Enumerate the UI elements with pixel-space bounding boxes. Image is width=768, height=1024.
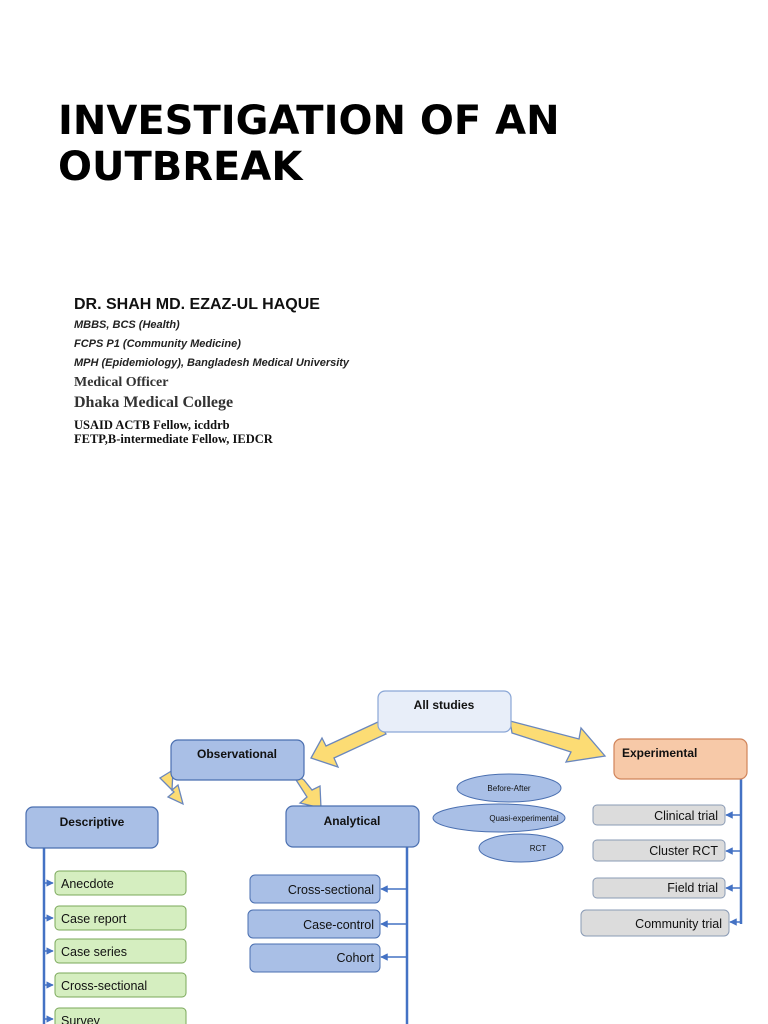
- root-node: [377, 690, 512, 733]
- experimental-item: [592, 839, 726, 862]
- block-arrow: [310, 721, 387, 769]
- descriptive-node: [25, 806, 159, 849]
- experimental-item-label: Field trial: [667, 881, 718, 895]
- oval-rct: [478, 833, 564, 863]
- oval-label: Quasi-experimental: [489, 814, 559, 823]
- descriptive-item: [54, 938, 187, 964]
- experimental-item: [580, 909, 730, 937]
- credential-line: MBBS, BCS (Health): [74, 319, 180, 331]
- analytical-item-label: Cohort: [336, 951, 374, 965]
- observational-label: Observational: [197, 747, 277, 761]
- author-role: Medical Officer: [74, 375, 169, 390]
- fellowship-line: FETP,B-intermediate Fellow, IEDCR: [74, 432, 273, 446]
- author-college: Dhaka Medical College: [74, 394, 234, 411]
- oval-quasi-experimental: [432, 803, 566, 833]
- analytical-node: [285, 805, 420, 848]
- oval-label: Before-After: [487, 784, 530, 793]
- descriptive-item-label: Anecdote: [61, 877, 114, 891]
- descriptive-item: [54, 1007, 187, 1024]
- descriptive-label: Descriptive: [60, 815, 125, 829]
- descriptive-item-label: Cross-sectional: [61, 979, 147, 993]
- analytical-item-label: Case-control: [303, 918, 374, 932]
- root-label: All studies: [414, 698, 475, 712]
- author-block: DR. SHAH MD. EZAZ-UL HAQUE MBBS, BCS (He…: [74, 294, 349, 446]
- experimental-item-label: Clinical trial: [654, 809, 718, 823]
- fellowship-line: USAID ACTB Fellow, icddrb: [74, 418, 230, 432]
- slide-title-line2: OUTBREAK: [58, 144, 303, 190]
- analytical-item-label: Cross-sectional: [288, 883, 374, 897]
- descriptive-item-label: Survey: [61, 1014, 101, 1024]
- analytical-item: [249, 943, 381, 973]
- observational-node: [170, 739, 305, 781]
- experimental-label: Experimental: [622, 746, 697, 760]
- descriptive-item: [54, 905, 187, 931]
- descriptive-item: [54, 972, 187, 998]
- descriptive-item-label: Case report: [61, 912, 127, 926]
- oval-label: RCT: [530, 844, 547, 853]
- experimental-item: [592, 804, 726, 826]
- descriptive-item: [54, 870, 187, 896]
- block-arrow: [509, 720, 607, 763]
- block-arrow: [158, 768, 184, 806]
- slide-title-line1: INVESTIGATION OF AN: [58, 98, 560, 144]
- slide-title: INVESTIGATION OF AN OUTBREAK: [58, 98, 718, 190]
- oval-before-after: [456, 773, 562, 803]
- experimental-node: [613, 738, 748, 780]
- analytical-item: [247, 909, 381, 939]
- credential-line: MPH (Epidemiology), Bangladesh Medical U…: [74, 357, 350, 369]
- credential-line: FCPS P1 (Community Medicine): [74, 338, 241, 350]
- experimental-item-label: Community trial: [635, 917, 722, 931]
- descriptive-item-label: Case series: [61, 945, 127, 959]
- experimental-item: [592, 877, 726, 899]
- experimental-item-label: Cluster RCT: [649, 844, 718, 858]
- author-name: DR. SHAH MD. EZAZ-UL HAQUE: [74, 296, 320, 313]
- analytical-label: Analytical: [324, 814, 381, 828]
- block-arrow: [290, 771, 322, 809]
- analytical-item: [249, 874, 381, 904]
